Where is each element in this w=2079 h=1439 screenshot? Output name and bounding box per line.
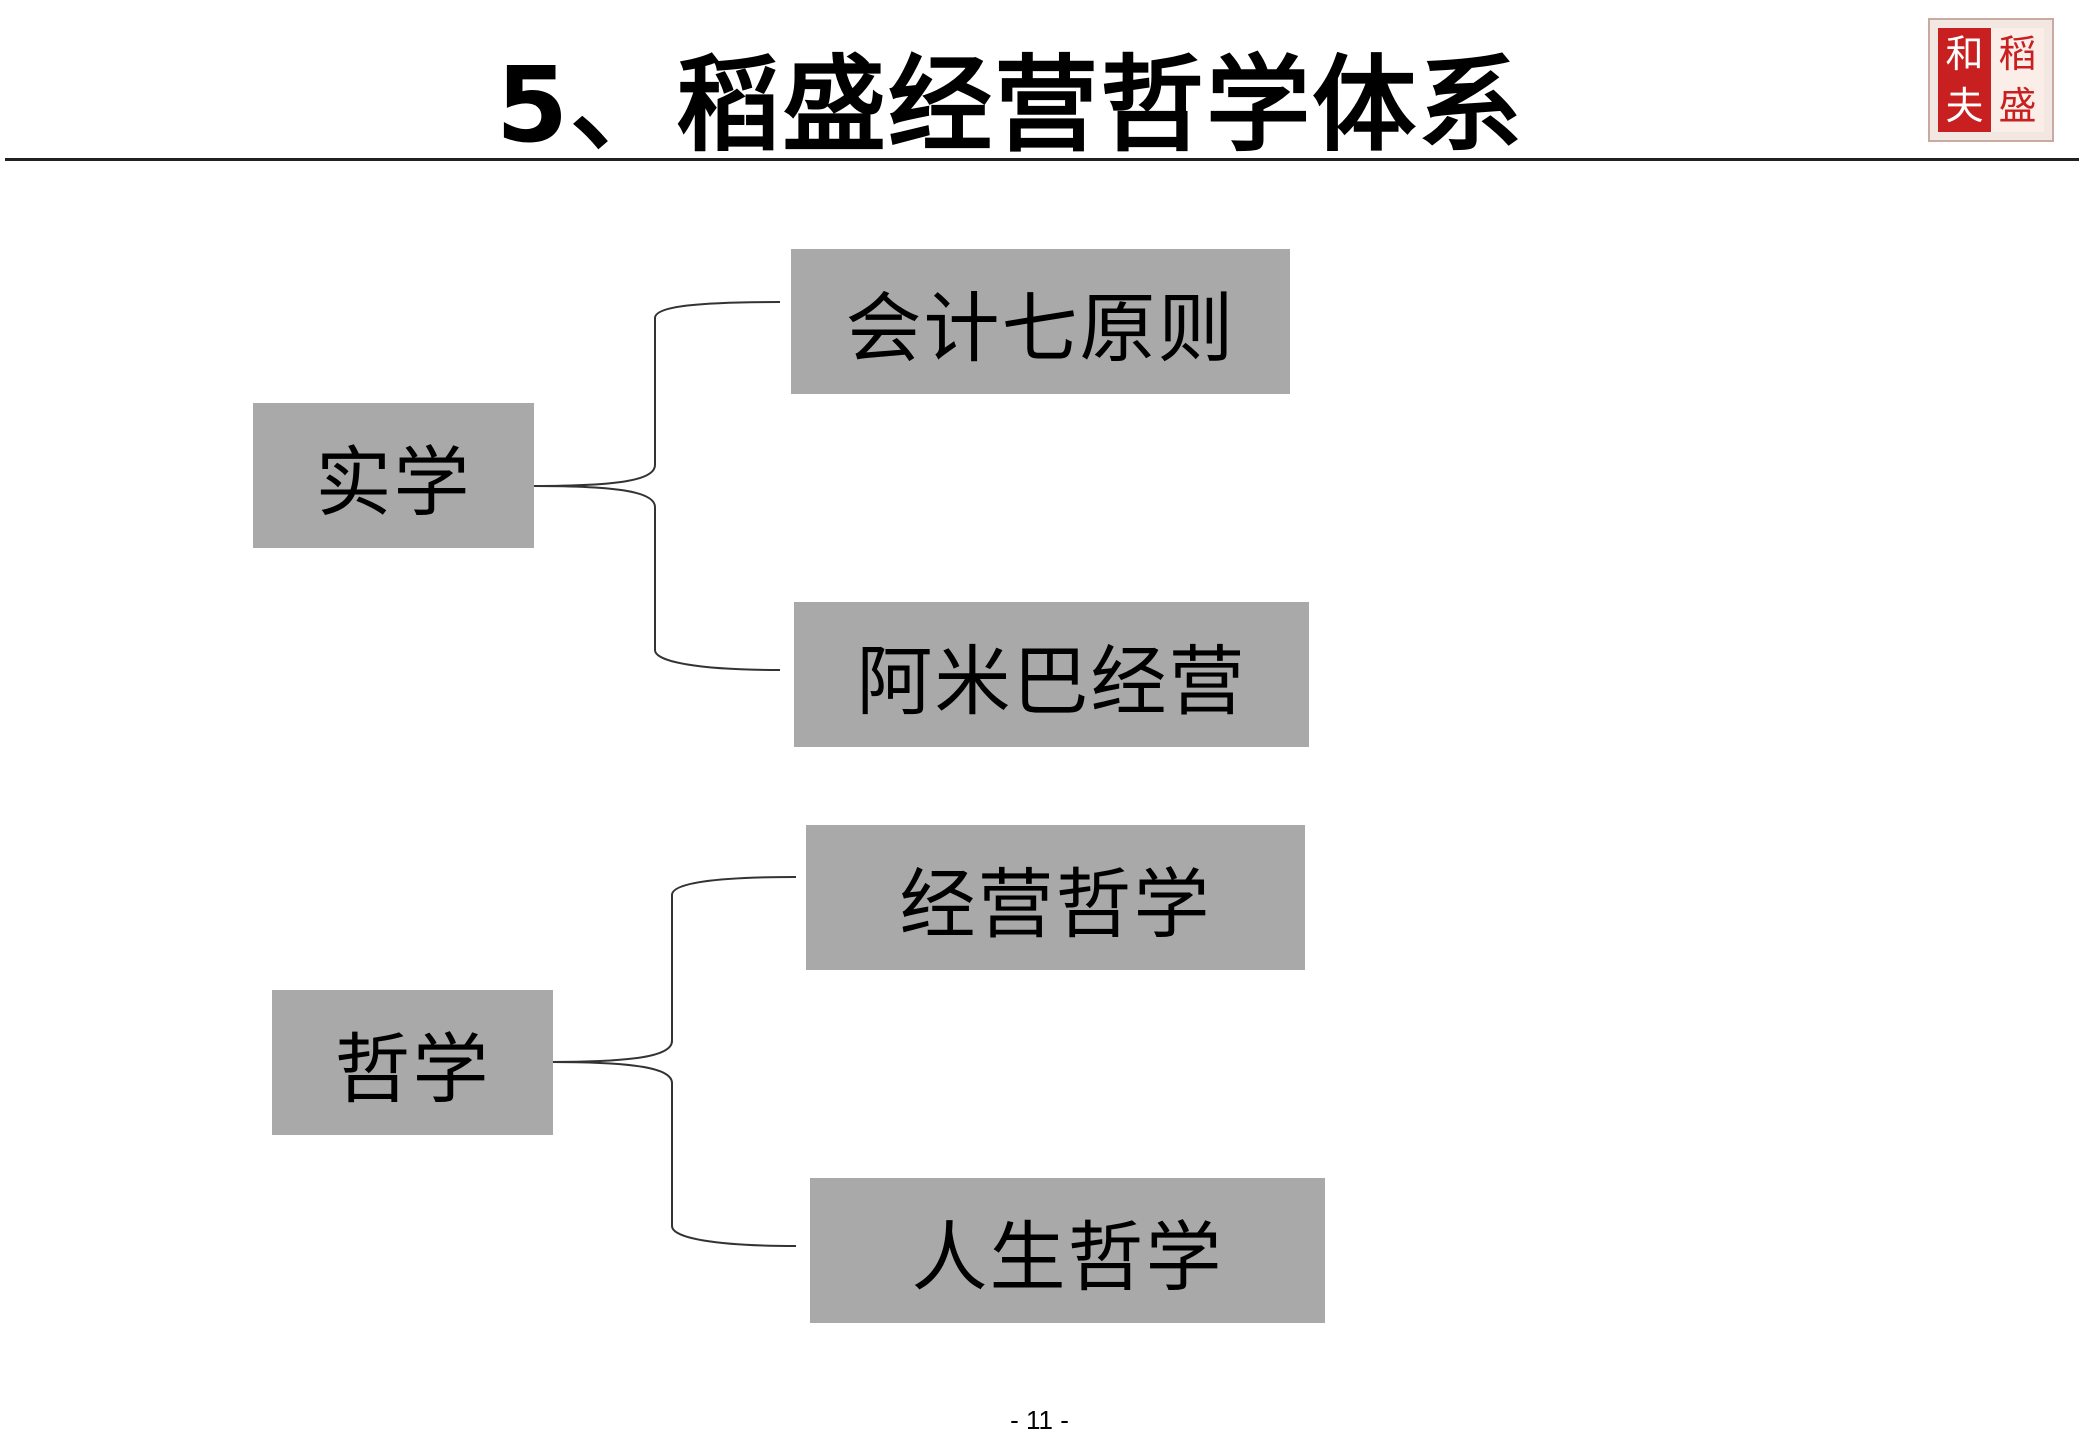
connector-zhexue-to-rensheng <box>549 1061 797 1247</box>
node-rensheng-zhexue: 人生哲学 <box>810 1178 1325 1323</box>
node-amiba-jingying: 阿米巴经营 <box>794 602 1309 747</box>
connector-shixue-to-kuaiji <box>532 301 781 487</box>
page-number: - 11 - <box>1010 1405 1069 1435</box>
seal-char-he: 和 <box>1938 28 1991 80</box>
title-divider <box>5 158 2079 161</box>
node-kuaiji-qi-yuanze: 会计七原则 <box>791 249 1290 394</box>
seal-logo: 稻 和 盛 夫 <box>1928 18 2054 142</box>
node-jingying-zhexue: 经营哲学 <box>806 825 1305 970</box>
seal-grid: 稻 和 盛 夫 <box>1938 28 2044 132</box>
seal-char-sheng: 盛 <box>1991 80 2044 132</box>
seal-char-fu: 夫 <box>1938 80 1991 132</box>
page-title: 5、稻盛经营哲学体系 <box>495 44 1525 166</box>
connector-zhexue-to-jingying <box>549 876 797 1063</box>
seal-char-dao: 稻 <box>1991 28 2044 80</box>
node-shixue: 实学 <box>253 403 534 548</box>
node-zhexue: 哲学 <box>272 990 553 1135</box>
connector-shixue-to-amiba <box>532 485 781 671</box>
